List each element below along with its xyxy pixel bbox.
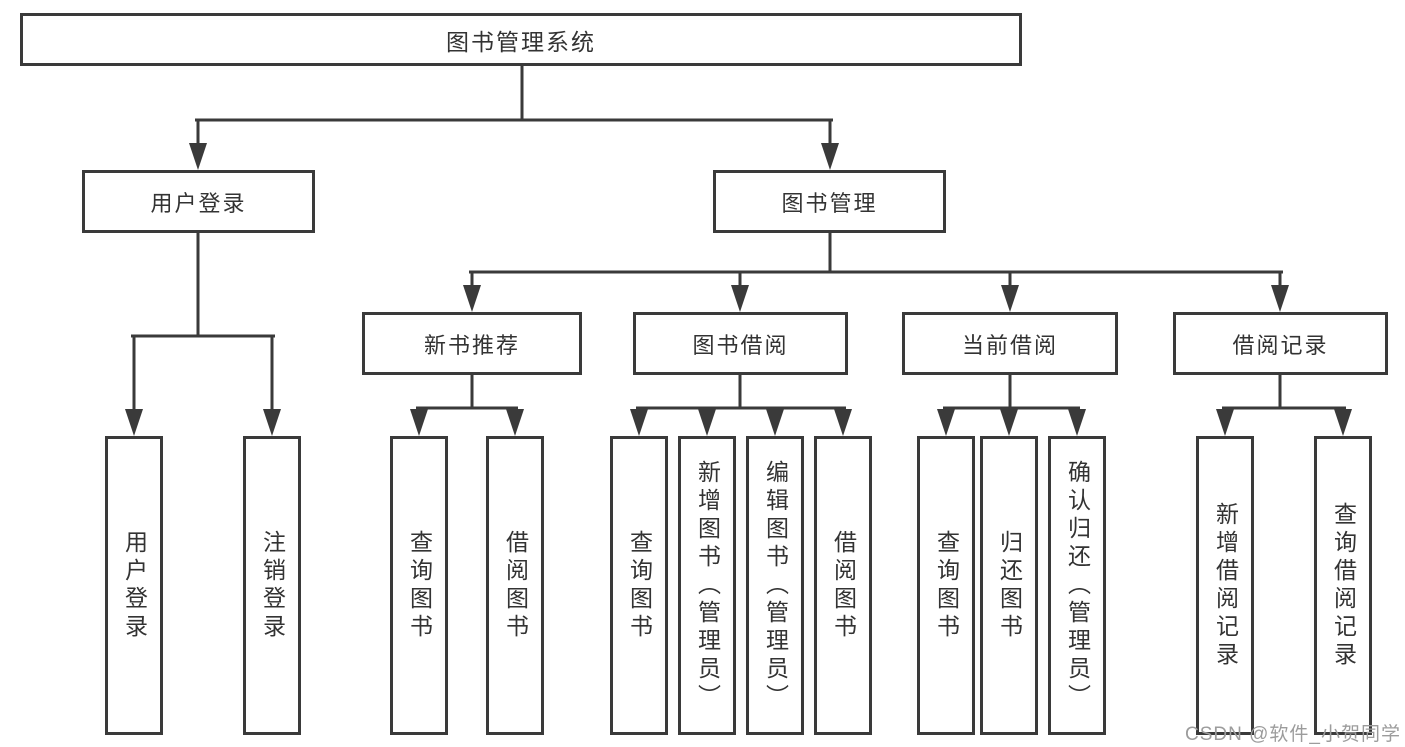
node-new-book-recommend: 新书推荐 [362, 312, 582, 375]
node-borrow-records: 借阅记录 [1173, 312, 1388, 375]
leaf-query-borrow-record: 查询借阅记录 [1314, 436, 1372, 735]
leaf-query-books-recommend: 查询图书 [390, 436, 448, 735]
leaf-borrow-books-label: 借阅图书 [830, 529, 857, 642]
connector-book-borrow-to-leaves [630, 373, 852, 436]
leaf-add-borrow-record: 新增借阅记录 [1196, 436, 1254, 735]
node-book-borrow: 图书借阅 [633, 312, 848, 375]
leaf-confirm-return-admin-label: 确认归还（管理员） [1064, 459, 1091, 712]
leaf-user-login: 用户登录 [105, 436, 163, 735]
leaf-borrow-books: 借阅图书 [814, 436, 872, 735]
connector-book-management-to-level3 [463, 231, 1289, 312]
connector-user-login-to-leaves [125, 231, 281, 436]
leaf-query-books-recommend-label: 查询图书 [406, 529, 433, 642]
connector-current-borrow-to-leaves [937, 373, 1086, 436]
connector-borrow-records-to-leaves [1216, 373, 1352, 436]
leaf-borrow-books-recommend-label: 借阅图书 [502, 529, 529, 642]
leaf-query-books-borrow: 查询图书 [610, 436, 668, 735]
node-system-root: 图书管理系统 [20, 13, 1022, 66]
leaf-logout-label: 注销登录 [259, 529, 286, 642]
csdn-watermark: CSDN @软件_小贺同学 [1185, 724, 1401, 745]
leaf-query-books-current: 查询图书 [917, 436, 975, 735]
leaf-confirm-return-admin: 确认归还（管理员） [1048, 436, 1106, 735]
leaf-edit-books-admin: 编辑图书（管理员） [746, 436, 804, 735]
leaf-user-login-label: 用户登录 [121, 529, 148, 642]
leaf-logout: 注销登录 [243, 436, 301, 735]
leaf-borrow-books-recommend: 借阅图书 [486, 436, 544, 735]
leaf-query-books-current-label: 查询图书 [933, 529, 960, 642]
node-current-borrow: 当前借阅 [902, 312, 1118, 375]
leaf-return-books: 归还图书 [980, 436, 1038, 735]
leaf-edit-books-admin-label: 编辑图书（管理员） [762, 459, 789, 712]
connector-root-to-level2 [189, 64, 839, 170]
leaf-query-books-borrow-label: 查询图书 [626, 529, 653, 642]
node-book-management: 图书管理 [713, 170, 946, 233]
leaf-return-books-label: 归还图书 [996, 529, 1023, 642]
leaf-query-borrow-record-label: 查询借阅记录 [1330, 501, 1357, 670]
leaf-add-books-admin-label: 新增图书（管理员） [694, 459, 721, 712]
leaf-add-borrow-record-label: 新增借阅记录 [1212, 501, 1239, 670]
connector-new-book-recommend-to-leaves [410, 373, 524, 436]
leaf-add-books-admin: 新增图书（管理员） [678, 436, 736, 735]
node-user-login: 用户登录 [82, 170, 315, 233]
